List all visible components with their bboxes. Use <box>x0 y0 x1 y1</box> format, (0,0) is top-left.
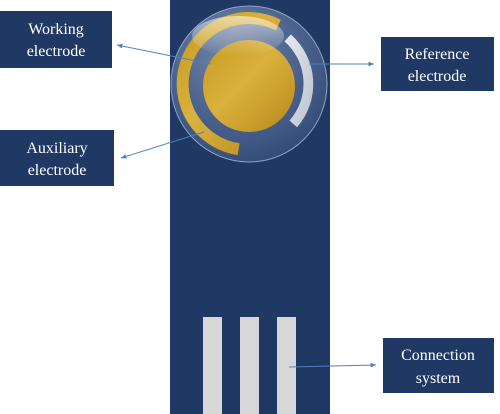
label-auxiliary-line2: electrode <box>28 162 87 179</box>
label-connection-line1: Connection <box>401 347 475 364</box>
reference-electrode-arc <box>284 34 314 128</box>
contact-pad <box>240 317 259 414</box>
leader-arrows <box>116 43 377 368</box>
arrow-working <box>116 43 212 65</box>
label-working-line1: Working <box>28 21 84 38</box>
label-working-line2: electrode <box>27 43 86 60</box>
label-working-box <box>0 11 112 68</box>
label-working: Working electrode <box>0 11 112 68</box>
contact-pad <box>277 317 296 414</box>
working-electrode-disc <box>203 40 295 132</box>
electrode-head <box>170 5 328 163</box>
contact-pad <box>203 317 222 414</box>
label-connection: Connection system <box>383 338 494 393</box>
label-connection-line2: system <box>416 370 461 387</box>
label-reference-box <box>381 37 494 91</box>
label-auxiliary: Auxiliary electrode <box>0 130 114 186</box>
arrow-auxiliary <box>120 131 205 159</box>
label-auxiliary-line1: Auxiliary <box>26 140 87 157</box>
label-reference: Reference electrode <box>381 37 494 91</box>
lens-highlight <box>192 16 284 56</box>
label-reference-line2: electrode <box>408 68 467 85</box>
connection-contacts <box>203 317 296 414</box>
label-connection-box <box>383 338 494 393</box>
label-auxiliary-box <box>0 130 114 186</box>
arrow-connection <box>288 362 377 368</box>
label-reference-line1: Reference <box>405 46 470 63</box>
